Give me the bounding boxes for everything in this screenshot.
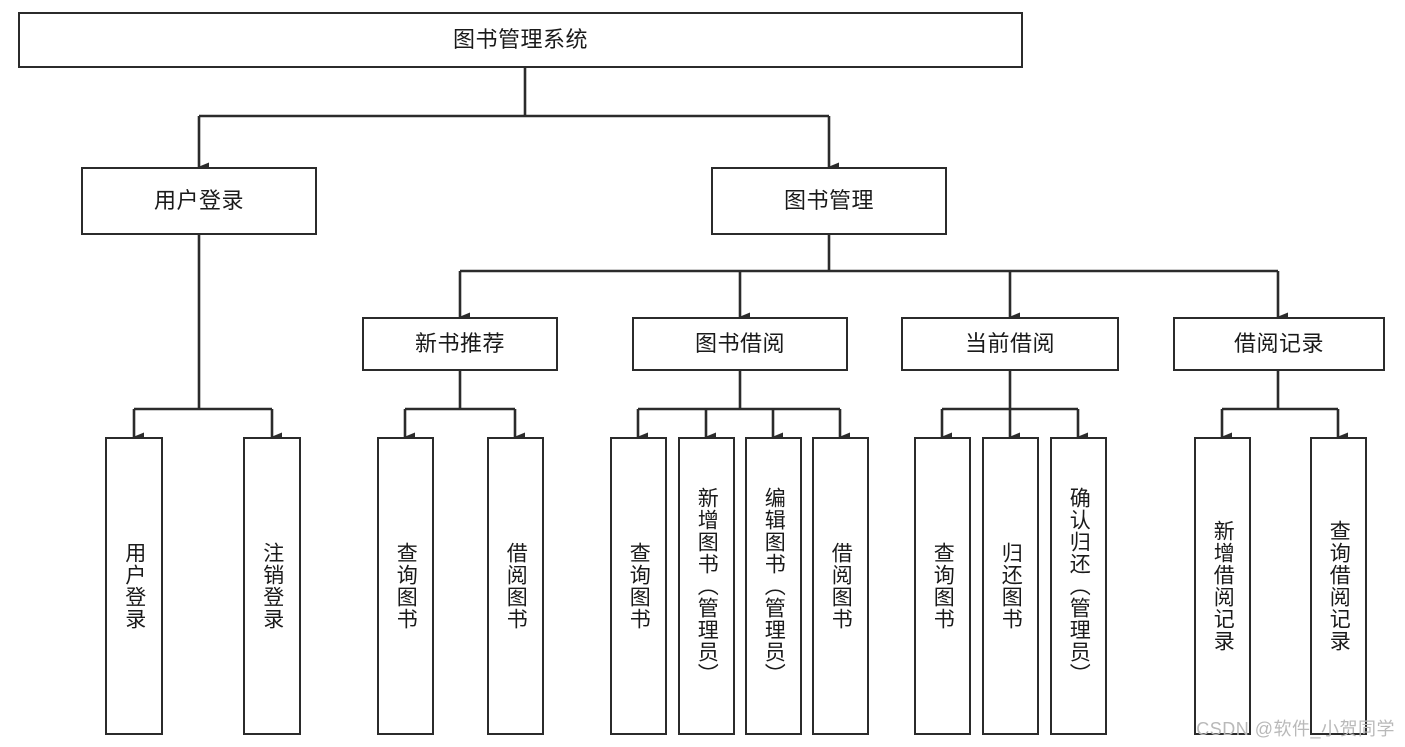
node-leaf-query-book-borrow[interactable]: 查询图书 [610, 437, 667, 735]
node-label: 查询借阅记录 [1327, 520, 1351, 652]
node-leaf-confirm-return[interactable]: 确认归还（管理员） [1050, 437, 1107, 735]
node-leaf-borrow-book[interactable]: 借阅图书 [812, 437, 869, 735]
node-leaf-add-book[interactable]: 新增图书（管理员） [678, 437, 735, 735]
node-leaf-user-login[interactable]: 用户登录 [105, 437, 163, 735]
node-label: 图书管理系统 [452, 27, 588, 53]
node-current-borrow[interactable]: 当前借阅 [901, 317, 1119, 371]
node-label: 新书推荐 [414, 331, 505, 357]
node-leaf-query-borrow-record[interactable]: 查询借阅记录 [1310, 437, 1367, 735]
node-borrow-record[interactable]: 借阅记录 [1173, 317, 1385, 371]
node-leaf-edit-book[interactable]: 编辑图书（管理员） [745, 437, 802, 735]
node-label: 用户登录 [122, 542, 146, 630]
node-label: 新增图书（管理员） [695, 487, 719, 685]
node-root-book-management-system[interactable]: 图书管理系统 [18, 12, 1023, 68]
node-label: 当前借阅 [964, 331, 1055, 357]
node-label: 新增借阅记录 [1211, 520, 1235, 652]
node-label: 查询图书 [627, 542, 651, 630]
node-label: 归还图书 [999, 542, 1023, 630]
node-label: 借阅图书 [829, 542, 853, 630]
node-book-borrow[interactable]: 图书借阅 [632, 317, 848, 371]
node-leaf-add-borrow-record[interactable]: 新增借阅记录 [1194, 437, 1251, 735]
node-label: 图书借阅 [694, 331, 785, 357]
node-label: 借阅记录 [1233, 331, 1324, 357]
csdn-watermark: CSDN @软件_小贺同学 [1196, 719, 1395, 739]
node-label: 查询图书 [394, 542, 418, 630]
node-new-book-recommend[interactable]: 新书推荐 [362, 317, 558, 371]
node-label: 注销登录 [260, 542, 284, 630]
node-label: 用户登录 [153, 188, 244, 214]
node-user-login[interactable]: 用户登录 [81, 167, 317, 235]
node-label: 查询图书 [931, 542, 955, 630]
node-leaf-borrow-book-recommend[interactable]: 借阅图书 [487, 437, 544, 735]
node-label: 借阅图书 [504, 542, 528, 630]
node-leaf-return-book[interactable]: 归还图书 [982, 437, 1039, 735]
node-label: 确认归还（管理员） [1067, 487, 1091, 685]
node-leaf-query-book-recommend[interactable]: 查询图书 [377, 437, 434, 735]
node-label: 图书管理 [783, 188, 874, 214]
node-book-manage[interactable]: 图书管理 [711, 167, 947, 235]
node-label: 编辑图书（管理员） [762, 487, 786, 685]
node-leaf-query-book-current[interactable]: 查询图书 [914, 437, 971, 735]
node-leaf-user-logout[interactable]: 注销登录 [243, 437, 301, 735]
